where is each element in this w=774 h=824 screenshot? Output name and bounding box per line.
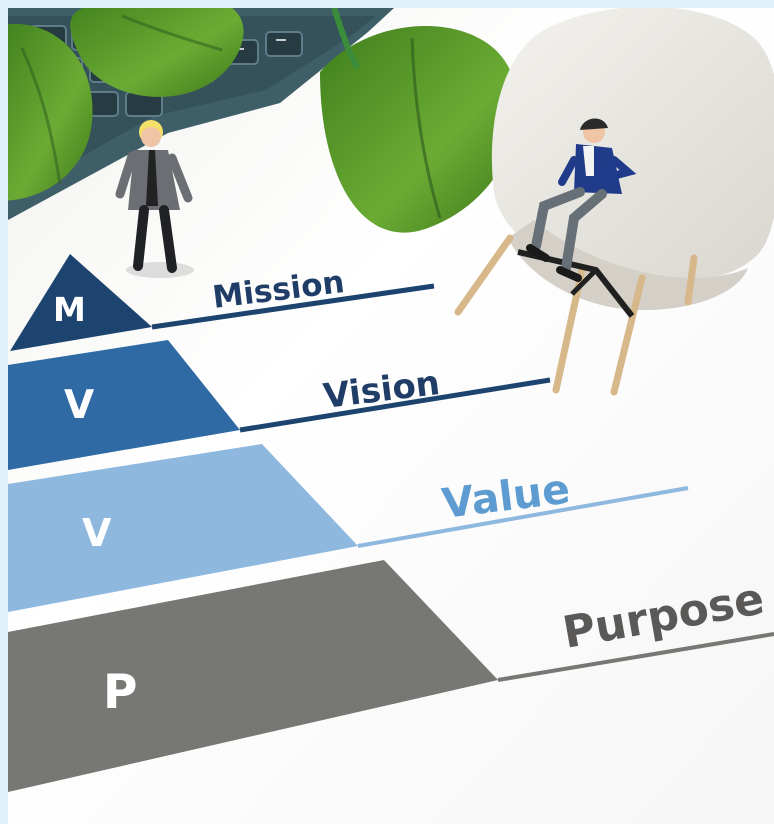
mission-letter: M: [53, 290, 86, 329]
value-tier: V Value: [8, 444, 689, 612]
value-band: [8, 444, 358, 612]
mvvp-tier-diagram: M Mission V Vision V Value: [8, 254, 774, 792]
vision-underline: [239, 377, 551, 433]
vision-tier: V Vision: [8, 340, 551, 470]
vision-band: [8, 340, 240, 470]
white-chair: [454, 8, 774, 396]
business-framework-photo: M Mission V Vision V Value: [8, 8, 774, 824]
seated-figurine: [526, 118, 637, 282]
value-letter: V: [82, 511, 112, 555]
mission-triangle: [10, 254, 152, 351]
standing-figurine: [115, 120, 194, 278]
purpose-letter: P: [103, 665, 137, 720]
green-leaves: [8, 8, 518, 233]
value-underline: [357, 486, 689, 548]
purpose-band: [8, 560, 498, 792]
mission-underline: [151, 283, 435, 330]
purpose-underline: [497, 632, 774, 682]
vision-letter: V: [64, 383, 94, 428]
mvvp-photo-scene: M Mission V Vision V Value: [8, 8, 774, 824]
